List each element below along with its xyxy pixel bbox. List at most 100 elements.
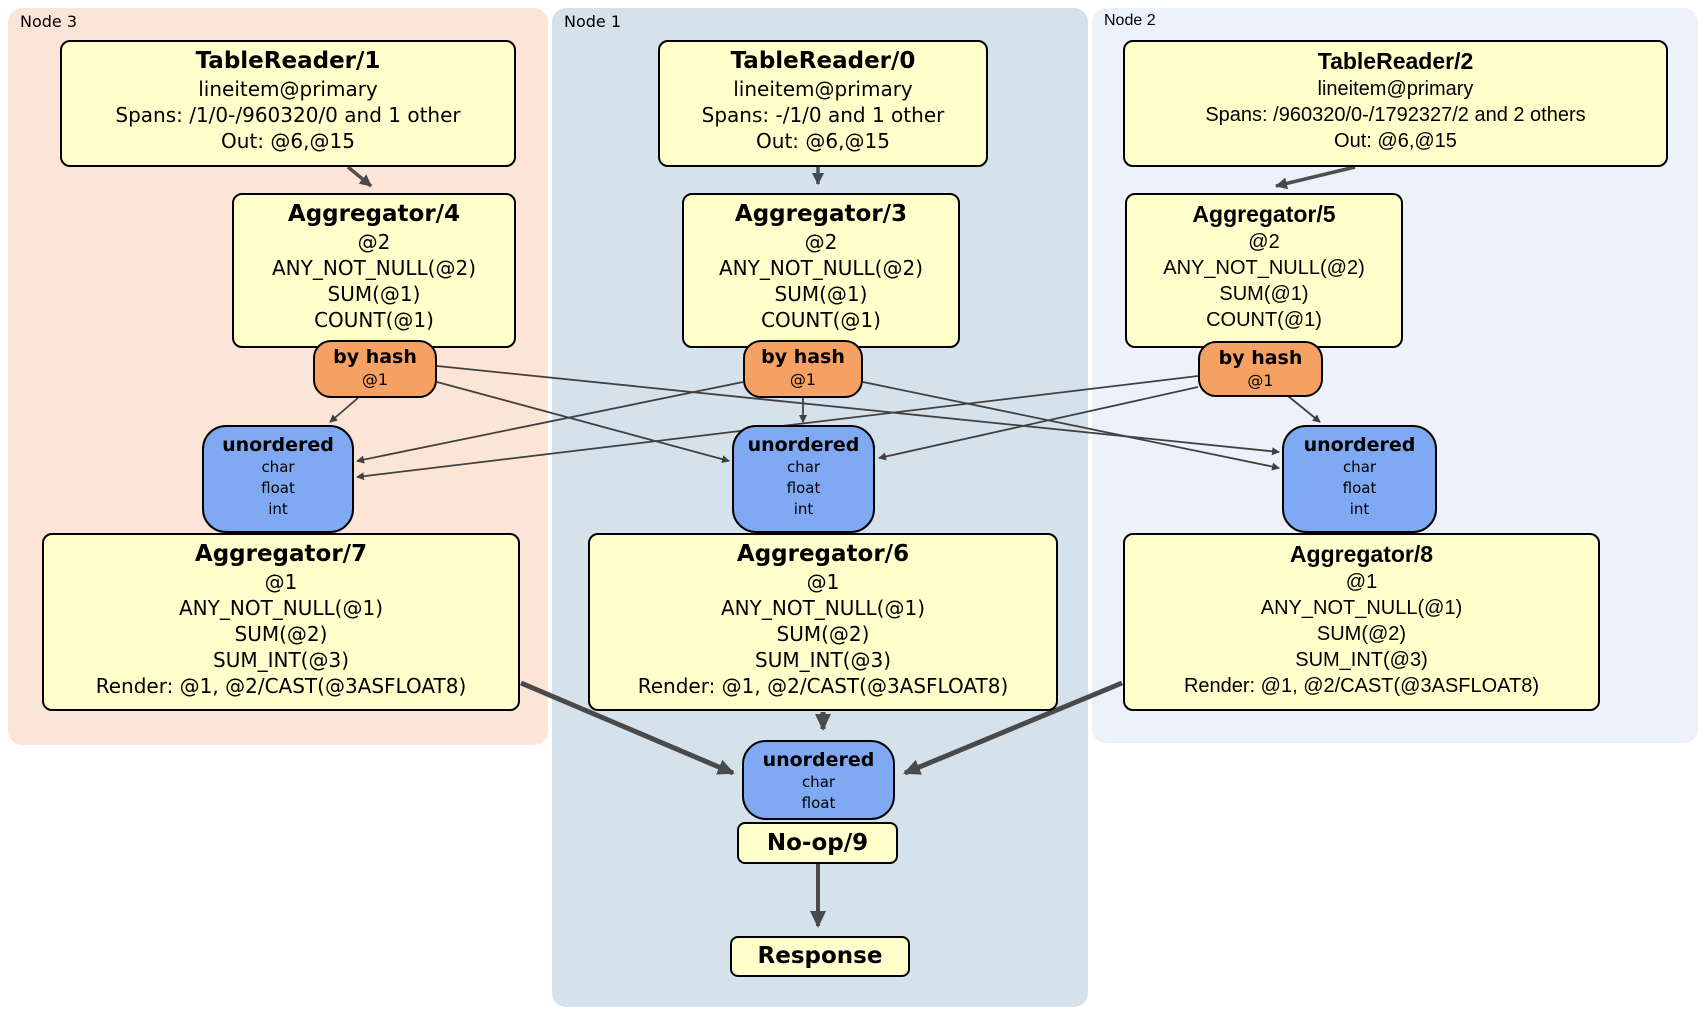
edge-hash3-sync2 [436, 365, 1280, 456]
sync-col-int: int [1349, 500, 1370, 518]
aggregator-5-fn: COUNT(@1) [1206, 309, 1322, 331]
node3-label: Node 3 [20, 12, 78, 31]
edge-hash1-sync2 [862, 381, 1280, 471]
edge-hash3-sync3 [329, 397, 359, 423]
aggregator-6-fn: SUM_INT(@3) [755, 648, 891, 672]
aggregator-5-fn: SUM(@1) [1219, 283, 1309, 305]
hash-router-node2: by hash @1 [1198, 341, 1323, 397]
aggregator-8-fn: SUM_INT(@3) [1295, 649, 1428, 671]
edge-hash2-sync1 [878, 386, 1199, 461]
aggregator-6-fn: SUM(@2) [776, 622, 870, 646]
aggregator-8-render: Render: @1, @2/CAST(@3ASFLOAT8) [1183, 675, 1540, 697]
hash-router-node2-key: @1 [1247, 371, 1274, 390]
aggregator-5-group: @2 [1248, 231, 1280, 253]
tablereader-2-spans: Spans: /960320/0-/1792327/2 and 2 others [1205, 104, 1586, 126]
aggregator-7-fn: SUM(@2) [234, 622, 328, 646]
aggregator-3-fn: ANY_NOT_NULL(@2) [719, 256, 923, 280]
aggregator-7-fn: ANY_NOT_NULL(@1) [179, 596, 383, 620]
response-title: Response [757, 943, 883, 969]
tablereader-1-spans: Spans: /1/0-/960320/0 and 1 other [115, 103, 461, 127]
aggregator-3-fn: SUM(@1) [774, 282, 868, 306]
aggregator-6-box: Aggregator/6 @1 ANY_NOT_NULL(@1) SUM(@2)… [588, 533, 1058, 711]
aggregator-6-render: Render: @1, @2/CAST(@3ASFLOAT8) [637, 674, 1009, 698]
edge-agg8-finalsync [903, 680, 1123, 776]
tablereader-0-spans: Spans: -/1/0 and 1 other [701, 103, 945, 127]
noop-box: No-op/9 [737, 822, 898, 864]
aggregator-5-box: Aggregator/5 @2 ANY_NOT_NULL(@2) SUM(@1)… [1125, 193, 1403, 348]
aggregator-7-render: Render: @1, @2/CAST(@3ASFLOAT8) [95, 674, 467, 698]
aggregator-4-fn: ANY_NOT_NULL(@2) [272, 256, 476, 280]
tablereader-0-box: TableReader/0 lineitem@primary Spans: -/… [658, 40, 988, 167]
sync-col-int: int [268, 500, 288, 518]
aggregator-7-box: Aggregator/7 @1 ANY_NOT_NULL(@1) SUM(@2)… [42, 533, 520, 711]
node2-label: Node 2 [1104, 12, 1156, 29]
aggregator-6-title: Aggregator/6 [736, 541, 910, 567]
unordered-sync-node3-label: unordered [222, 434, 334, 456]
sync-col-char: char [1342, 458, 1377, 476]
sync-col-float: float [801, 794, 836, 812]
aggregator-8-box: Aggregator/8 @1 ANY_NOT_NULL(@1) SUM(@2)… [1123, 533, 1600, 711]
tablereader-1-title: TableReader/1 [195, 48, 381, 74]
aggregator-3-group: @2 [804, 230, 838, 254]
hash-router-node3-key: @1 [361, 370, 389, 389]
sync-col-int: int [793, 500, 814, 518]
sync-col-char: char [786, 458, 821, 476]
aggregator-8-fn: ANY_NOT_NULL(@1) [1260, 597, 1463, 619]
aggregator-8-fn: SUM(@2) [1316, 623, 1407, 645]
aggregator-4-box: Aggregator/4 @2 ANY_NOT_NULL(@2) SUM(@1)… [232, 193, 516, 348]
aggregator-4-group: @2 [357, 230, 391, 254]
tablereader-2-index: lineitem@primary [1317, 78, 1474, 100]
tablereader-2-box: TableReader/2 lineitem@primary Spans: /9… [1123, 40, 1668, 167]
aggregator-3-title: Aggregator/3 [734, 201, 908, 227]
response-box: Response [730, 936, 910, 977]
tablereader-0-index: lineitem@primary [733, 77, 913, 101]
tablereader-0-out: Out: @6,@15 [756, 129, 890, 153]
hash-router-node3-label: by hash [333, 346, 417, 368]
aggregator-6-group: @1 [806, 570, 840, 594]
hash-router-node1-key: @1 [789, 370, 817, 389]
unordered-sync-node3: unordered char float int [202, 425, 354, 533]
aggregator-5-title: Aggregator/5 [1192, 201, 1336, 227]
sync-col-float: float [1342, 479, 1377, 497]
aggregator-3-fn: COUNT(@1) [761, 308, 881, 332]
tablereader-0-title: TableReader/0 [730, 48, 916, 74]
aggregator-7-group: @1 [264, 570, 298, 594]
edge-tr1-agg4 [346, 165, 373, 188]
aggregator-3-box: Aggregator/3 @2 ANY_NOT_NULL(@2) SUM(@1)… [682, 193, 960, 348]
sync-col-float: float [261, 479, 295, 497]
sync-col-char: char [261, 458, 295, 476]
unordered-sync-node2: unordered char float int [1282, 425, 1437, 533]
node1-label: Node 1 [564, 12, 622, 31]
tablereader-1-out: Out: @6,@15 [221, 129, 355, 153]
unordered-sync-final: unordered char float [742, 740, 895, 820]
unordered-sync-node1-label: unordered [747, 434, 860, 456]
aggregator-5-fn: ANY_NOT_NULL(@2) [1163, 257, 1365, 279]
tablereader-1-box: TableReader/1 lineitem@primary Spans: /1… [60, 40, 516, 167]
noop-title: No-op/9 [766, 830, 869, 856]
edge-hash2-sync2 [1287, 395, 1321, 423]
tablereader-2-title: TableReader/2 [1317, 48, 1474, 74]
aggregator-6-fn: ANY_NOT_NULL(@1) [721, 596, 925, 620]
edge-hash3-sync1 [436, 381, 730, 464]
tablereader-2-out: Out: @6,@15 [1334, 130, 1457, 152]
hash-router-node3: by hash @1 [313, 340, 437, 398]
aggregator-4-fn: COUNT(@1) [314, 308, 434, 332]
tablereader-1-index: lineitem@primary [198, 77, 378, 101]
sync-col-float: float [786, 479, 821, 497]
aggregator-7-fn: SUM_INT(@3) [213, 648, 349, 672]
aggregator-4-fn: SUM(@1) [327, 282, 421, 306]
edge-hash1-sync3 [356, 381, 744, 464]
hash-router-node2-label: by hash [1218, 347, 1303, 369]
edge-tr2-agg5 [1275, 165, 1356, 190]
unordered-sync-final-label: unordered [762, 749, 875, 771]
unordered-sync-node1: unordered char float int [732, 425, 875, 533]
aggregator-8-title: Aggregator/8 [1289, 541, 1434, 567]
aggregator-4-title: Aggregator/4 [287, 201, 461, 227]
aggregator-8-group: @1 [1345, 571, 1378, 593]
sync-col-char: char [801, 773, 836, 791]
aggregator-7-title: Aggregator/7 [194, 541, 368, 567]
hash-router-node1-label: by hash [761, 346, 845, 368]
edge-agg7-finalsync [520, 680, 735, 776]
